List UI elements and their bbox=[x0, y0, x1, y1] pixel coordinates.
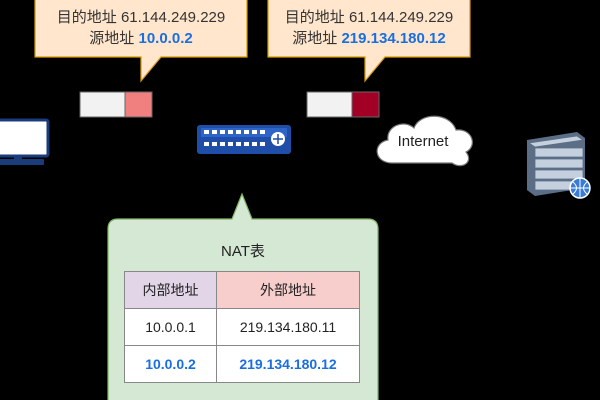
packet-left-dest-ip: 61.144.249.229 bbox=[120, 9, 226, 26]
packet-left-src-label: 源地址 bbox=[89, 30, 135, 47]
packet-right-src-ip: 219.134.180.12 bbox=[341, 30, 446, 47]
internet-label: Internet bbox=[397, 133, 449, 150]
packet-right-dest-label: 目的地址 bbox=[284, 9, 345, 26]
packet-right-dest-ip: 61.144.249.229 bbox=[348, 9, 454, 26]
nat-table-title: NAT表 bbox=[221, 243, 265, 260]
nat-header-external: 外部地址 bbox=[216, 271, 360, 309]
packet-left-src-ip: 10.0.0.2 bbox=[138, 30, 193, 47]
nat-cell-internal: 10.0.0.1 bbox=[124, 308, 217, 346]
nat-table-header-row: 内部地址 外部地址 bbox=[124, 271, 360, 309]
packet-right-src-label: 源地址 bbox=[292, 30, 338, 47]
packet-right-icon bbox=[306, 91, 380, 118]
packet-left-text: 目的地址 61.144.249.229 源地址 10.0.0.2 bbox=[35, 7, 247, 49]
nat-cell-internal: 10.0.0.2 bbox=[124, 345, 217, 383]
packet-right-text: 目的地址 61.144.249.229 源地址 219.134.180.12 bbox=[268, 7, 470, 49]
packet-right-callout bbox=[267, 0, 471, 83]
nat-header-internal: 内部地址 bbox=[124, 271, 217, 309]
nat-cell-external: 219.134.180.12 bbox=[216, 345, 360, 383]
cloud-icon bbox=[376, 115, 473, 167]
nat-table: 内部地址 外部地址 10.0.0.1 219.134.180.11 10.0.0… bbox=[124, 271, 360, 383]
table-row: 10.0.0.1 219.134.180.11 bbox=[124, 308, 360, 346]
server-icon bbox=[527, 132, 591, 199]
router-icon bbox=[197, 125, 291, 154]
packet-left-callout bbox=[34, 0, 248, 83]
nat-cell-external: 219.134.180.11 bbox=[216, 308, 360, 346]
computer-icon bbox=[0, 118, 50, 165]
packet-left-dest-label: 目的地址 bbox=[56, 9, 117, 26]
table-row: 10.0.0.2 219.134.180.12 bbox=[124, 345, 360, 383]
packet-left-icon bbox=[79, 91, 153, 118]
